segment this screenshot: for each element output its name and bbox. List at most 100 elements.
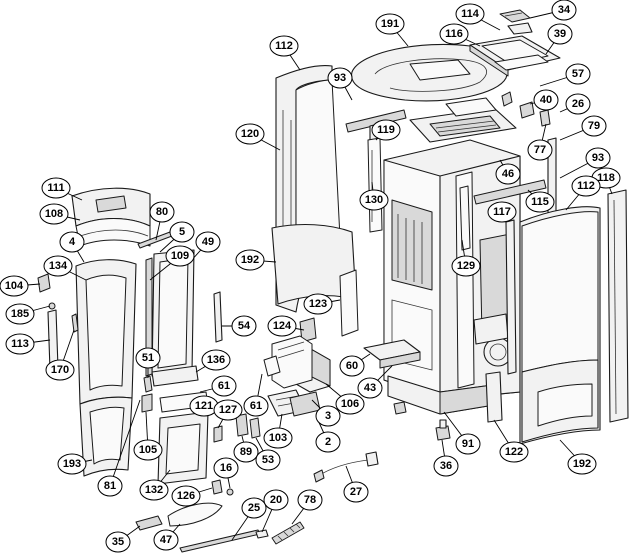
callout-4: 4 bbox=[59, 231, 85, 253]
callout-103: 103 bbox=[263, 427, 293, 449]
callout-label: 192 bbox=[573, 458, 591, 470]
callout-93: 93 bbox=[585, 147, 611, 169]
callout-label: 20 bbox=[270, 494, 282, 506]
base-122 bbox=[485, 371, 503, 423]
callout-81: 81 bbox=[97, 475, 123, 497]
callout-bubble bbox=[327, 67, 353, 89]
callout-53: 53 bbox=[255, 449, 281, 471]
bracket-104 bbox=[37, 273, 51, 293]
callout-93: 93 bbox=[327, 67, 353, 89]
bracket-105 bbox=[141, 393, 153, 413]
callout-label: 80 bbox=[156, 206, 168, 218]
callout-label: 103 bbox=[269, 432, 287, 444]
callout-bubble bbox=[139, 479, 169, 501]
callout-label: 127 bbox=[219, 404, 237, 416]
callout-134: 134 bbox=[43, 255, 73, 277]
callout-bubble bbox=[547, 23, 573, 45]
handle-35 bbox=[135, 515, 163, 531]
callout-label: 43 bbox=[364, 382, 376, 394]
callout-46: 46 bbox=[495, 163, 521, 185]
callout-label: 117 bbox=[493, 206, 511, 218]
callout-bubble bbox=[315, 431, 341, 453]
callout-label: 47 bbox=[160, 534, 172, 546]
callout-label: 89 bbox=[240, 446, 252, 458]
callout-40: 40 bbox=[533, 89, 559, 111]
callout-bubble bbox=[59, 231, 85, 253]
callout-bubble bbox=[455, 433, 481, 455]
callout-113: 113 bbox=[5, 333, 35, 355]
callout-79: 79 bbox=[581, 115, 607, 137]
deflector-136 bbox=[151, 365, 199, 387]
callout-bubble bbox=[439, 23, 469, 45]
bracket-61a bbox=[263, 355, 281, 377]
callout-61: 61 bbox=[211, 375, 237, 397]
foot-left bbox=[393, 401, 407, 415]
right-side-panel-112 bbox=[519, 206, 601, 445]
callout-122: 122 bbox=[499, 441, 529, 463]
callout-123: 123 bbox=[303, 293, 333, 315]
callout-39: 39 bbox=[547, 23, 573, 45]
callout-label: 46 bbox=[502, 168, 514, 180]
callout-bubble bbox=[169, 221, 195, 243]
callout-label: 16 bbox=[220, 462, 232, 474]
callout-bubble bbox=[5, 303, 35, 325]
callout-bubble bbox=[451, 255, 481, 277]
callout-label: 185 bbox=[11, 308, 29, 320]
callout-label: 3 bbox=[325, 410, 331, 422]
cable-27 bbox=[313, 451, 379, 483]
callout-label: 77 bbox=[534, 144, 546, 156]
callout-bubble bbox=[315, 405, 341, 427]
callout-115: 115 bbox=[525, 191, 555, 213]
callout-bubble bbox=[343, 481, 369, 503]
callout-20: 20 bbox=[263, 489, 289, 511]
callout-80: 80 bbox=[149, 201, 175, 223]
callout-label: 81 bbox=[104, 480, 116, 492]
callout-36: 36 bbox=[433, 455, 459, 477]
callout-bubble bbox=[297, 489, 323, 511]
top-cover-191 bbox=[351, 43, 508, 102]
callout-label: 91 bbox=[462, 438, 474, 450]
callout-label: 192 bbox=[241, 254, 259, 266]
ash-tray-60 bbox=[363, 339, 421, 369]
callout-91: 91 bbox=[455, 433, 481, 455]
top-grill-34 bbox=[499, 9, 533, 35]
callout-34: 34 bbox=[551, 0, 577, 21]
callout-106: 106 bbox=[335, 393, 365, 415]
latch-127 bbox=[213, 425, 223, 443]
callout-bubble bbox=[533, 89, 559, 111]
callout-bubble bbox=[455, 3, 485, 25]
callout-2: 2 bbox=[315, 431, 341, 453]
callout-117: 117 bbox=[487, 201, 517, 223]
rod-25 bbox=[179, 529, 261, 553]
plate-123 bbox=[339, 269, 359, 337]
bracket-77 bbox=[539, 109, 551, 127]
left-lower-panel-192 bbox=[271, 223, 357, 305]
pin-170 bbox=[71, 313, 79, 333]
callout-label: 51 bbox=[142, 352, 154, 364]
rail-93-right bbox=[473, 179, 547, 205]
callout-label: 93 bbox=[334, 72, 346, 84]
callout-bubble bbox=[211, 375, 237, 397]
callout-bubble bbox=[263, 489, 289, 511]
callout-26: 26 bbox=[565, 93, 591, 115]
callout-bubble bbox=[97, 475, 123, 497]
callout-47: 47 bbox=[153, 529, 179, 551]
stove-body bbox=[383, 139, 521, 401]
callout-label: 54 bbox=[238, 320, 251, 332]
callout-bubble bbox=[495, 163, 521, 185]
callout-bubble bbox=[263, 427, 293, 449]
bracket-26 bbox=[519, 101, 535, 119]
callout-bubble bbox=[233, 441, 259, 463]
callout-label: 112 bbox=[577, 180, 595, 192]
callout-label: 5 bbox=[179, 226, 185, 238]
callout-label: 119 bbox=[377, 124, 395, 136]
rail-117 bbox=[505, 219, 517, 375]
callout-label: 112 bbox=[275, 40, 293, 52]
callout-bubble bbox=[135, 347, 161, 369]
callout-bubble bbox=[149, 201, 175, 223]
callout-112: 112 bbox=[571, 175, 601, 197]
callout-54: 54 bbox=[231, 315, 257, 337]
callout-132: 132 bbox=[139, 479, 169, 501]
callout-104: 104 bbox=[0, 275, 29, 297]
